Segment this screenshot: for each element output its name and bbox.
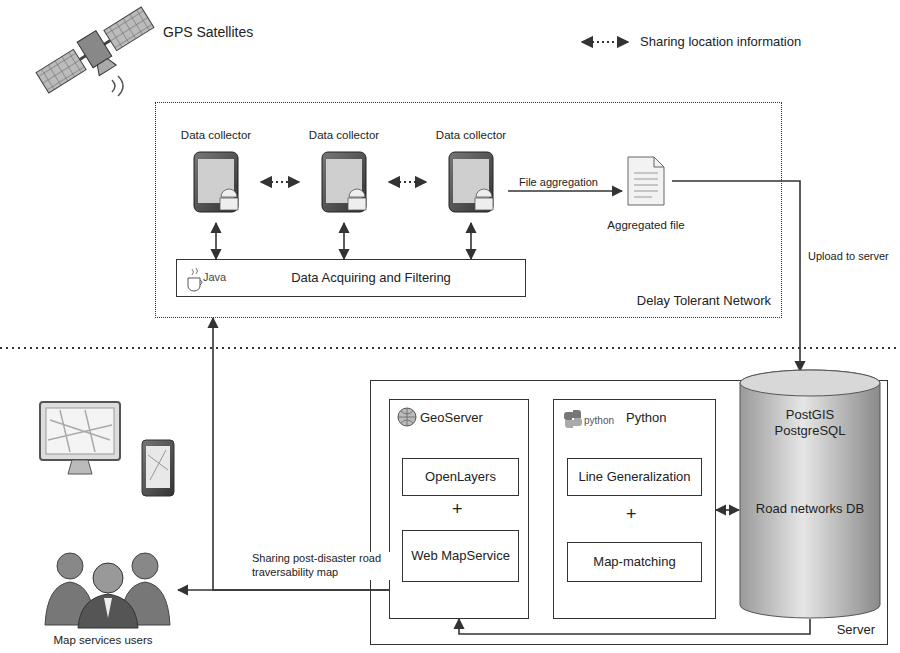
- separator-line: [0, 347, 900, 349]
- connector: [389, 181, 426, 183]
- node-text: Delay Tolerant Network: [637, 293, 771, 309]
- database-cylinder: PostGIS PostgreSQL Road networks DB: [739, 369, 881, 619]
- node-icon: [739, 369, 881, 619]
- process-box: Java Data Acquiring and Filtering: [176, 259, 526, 297]
- node-icon: [448, 151, 494, 213]
- process-box: Aggregated file: [586, 153, 706, 233]
- node-text: Server: [837, 622, 875, 638]
- signal-waves: [112, 76, 123, 96]
- illustration-label: GPS Satellites: [163, 24, 253, 41]
- node-text: OpenLayers: [425, 469, 496, 485]
- connector: [213, 318, 389, 590]
- satellite-illustration: [34, 4, 160, 104]
- node-icon: [626, 155, 666, 207]
- users-illustration: [40, 402, 174, 628]
- connector: [215, 223, 217, 259]
- node-icon: [321, 151, 367, 213]
- node-text: Data Acquiring and Filtering: [291, 270, 451, 286]
- node-text: python: [584, 415, 614, 427]
- process-box: OpenLayers: [402, 458, 519, 496]
- node-text: Map-matching: [593, 554, 675, 570]
- node-text: PostGIS PostgreSQL: [767, 407, 853, 438]
- node-icon: [562, 408, 584, 430]
- process-box: Map-matching: [567, 542, 702, 582]
- node-text: Map services users: [28, 634, 178, 648]
- connector: [343, 223, 345, 259]
- edge-label: File aggregation: [517, 176, 600, 190]
- process-box: Delay Tolerant NetworkData collectorData…: [155, 102, 782, 318]
- edge-label: Sharing post-disaster road traversabilit…: [250, 552, 392, 580]
- node-icon: [193, 151, 239, 213]
- connector: [470, 223, 472, 259]
- node-text: Web MapService: [411, 548, 510, 564]
- legend-text: Sharing location information: [640, 34, 801, 50]
- device-node: Data collector: [426, 129, 516, 223]
- edge-label: Upload to server: [806, 250, 891, 264]
- device-node: Data collector: [299, 129, 389, 223]
- connector: [672, 181, 800, 371]
- node-icon: [185, 266, 203, 292]
- node-text: Data collector: [426, 129, 516, 143]
- process-box: Map services users: [28, 398, 178, 648]
- plus-sign: +: [452, 499, 463, 521]
- node-text: Data collector: [299, 129, 389, 143]
- node-text: Aggregated file: [586, 219, 706, 233]
- node-icon: [396, 406, 418, 428]
- process-box: Line Generalization: [567, 458, 702, 496]
- connector: [716, 509, 739, 511]
- connector: [261, 181, 299, 183]
- connector: [459, 619, 810, 634]
- node-text: GeoServer: [420, 410, 483, 426]
- node-text: Road networks DB: [745, 501, 875, 517]
- node-text: Line Generalization: [578, 469, 690, 485]
- plus-sign: +: [626, 504, 637, 526]
- node-text: Data collector: [171, 129, 261, 143]
- device-node: Data collector: [171, 129, 261, 223]
- legend-line-sample: [582, 41, 628, 43]
- process-box: Web MapService: [402, 530, 519, 582]
- node-text: Python: [626, 410, 666, 426]
- connector: [508, 190, 622, 192]
- node-text: Java: [203, 271, 226, 284]
